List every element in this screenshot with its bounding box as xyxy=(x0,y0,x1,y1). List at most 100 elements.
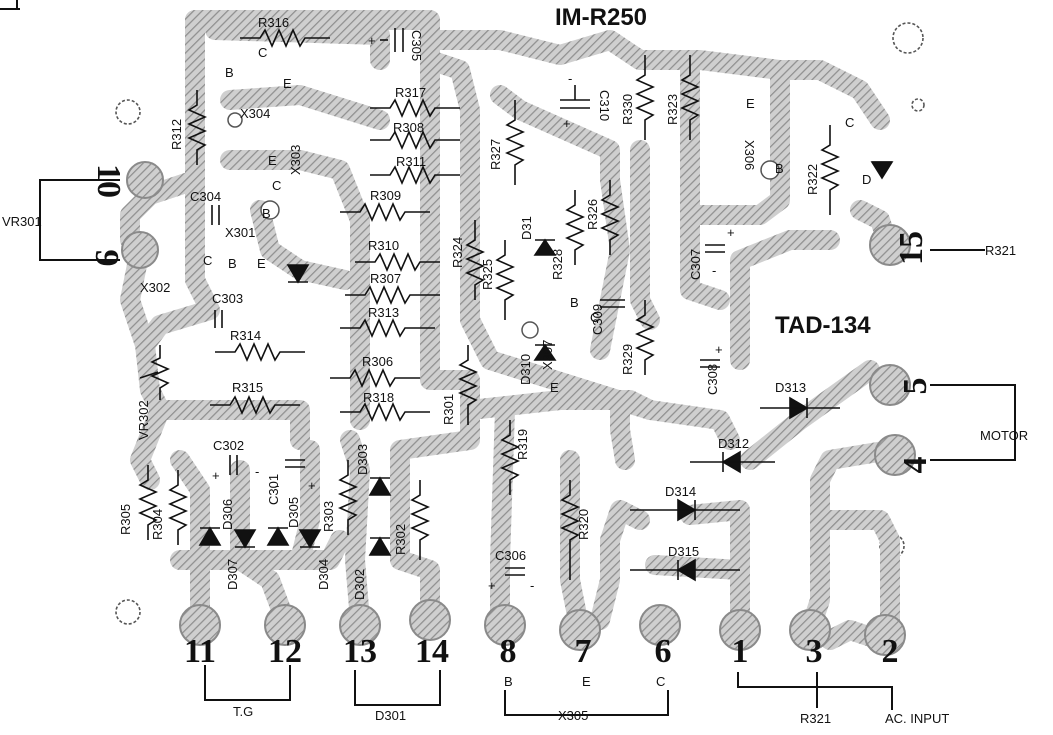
resistor-r301 xyxy=(458,345,478,425)
resistor-r308 xyxy=(370,130,460,150)
resistor-r320 xyxy=(560,480,580,580)
capacitor-c310 xyxy=(560,85,590,109)
board-id: TAD-134 xyxy=(775,312,871,339)
mounting-hole xyxy=(911,98,925,112)
label-r312: R312 xyxy=(169,119,184,150)
label-d315: D315 xyxy=(668,544,699,559)
label-motor: MOTOR xyxy=(980,428,1028,443)
label-d301: D301 xyxy=(375,708,406,723)
pad-3 xyxy=(789,609,831,651)
resistor-r314 xyxy=(215,342,305,362)
label-r301: R301 xyxy=(441,394,456,425)
pad-8 xyxy=(484,604,526,646)
pad-14 xyxy=(409,599,451,641)
resistor-r311 xyxy=(370,165,460,185)
label-x302: X302 xyxy=(140,280,170,295)
diode-d306 xyxy=(198,526,222,546)
label-x305-c: C xyxy=(656,674,665,689)
label-x305: X305 xyxy=(558,708,588,723)
label-r302: R302 xyxy=(393,524,408,555)
label-vr302: VR302 xyxy=(136,400,151,440)
label-d305: D305 xyxy=(286,497,301,528)
label-x305-b: B xyxy=(504,674,513,689)
label-x305-e: E xyxy=(582,674,591,689)
polarity-plus: + xyxy=(212,468,220,483)
label-c306: C306 xyxy=(495,548,526,563)
corner-mark xyxy=(0,0,20,10)
resistor-r323 xyxy=(680,55,700,140)
pin-3: 3 xyxy=(806,633,823,670)
label-x306: X306 xyxy=(742,140,757,170)
label-d312: D312 xyxy=(718,436,749,451)
label-r306: R306 xyxy=(362,354,393,369)
diode-symbols xyxy=(198,161,894,582)
pin-numbers: 11 12 13 14 8 7 6 1 3 2 10 9 15 5 4 xyxy=(88,164,934,670)
capacitor-c309 xyxy=(600,299,625,308)
label-r325: R325 xyxy=(480,259,495,290)
lead-letter-c: C xyxy=(203,253,212,268)
lead-letter-e: E xyxy=(283,76,292,91)
label-ac-input: AC. INPUT xyxy=(885,711,949,726)
label-r303: R303 xyxy=(321,501,336,532)
mounting-hole xyxy=(115,99,141,125)
label-r307: R307 xyxy=(370,271,401,286)
capacitor-c306 xyxy=(505,567,525,576)
diode-unlabeled xyxy=(286,264,310,284)
diode-d303 xyxy=(368,476,392,496)
resistor-r328 xyxy=(565,190,585,265)
label-d: D xyxy=(862,172,871,187)
pin-5: 5 xyxy=(897,378,934,395)
pad-5 xyxy=(869,364,911,406)
pin-12: 12 xyxy=(268,633,302,670)
lead-letter-c: C xyxy=(590,310,599,325)
lead-letter-b: B xyxy=(775,161,784,176)
label-r329: R329 xyxy=(620,344,635,375)
diode-d31 xyxy=(533,238,557,256)
resistor-r313 xyxy=(340,318,435,338)
diode-d xyxy=(870,161,894,180)
label-vr301: VR301 xyxy=(2,214,42,229)
label-r330: R330 xyxy=(620,94,635,125)
trimmer-vr302 xyxy=(150,345,170,400)
label-r320: R320 xyxy=(576,509,591,540)
pin-2: 2 xyxy=(882,633,899,670)
resistor-r307 xyxy=(345,285,440,305)
resistor-r310 xyxy=(355,252,440,272)
lead-letter-b: B xyxy=(225,65,234,80)
label-r322: R322 xyxy=(805,164,820,195)
label-r310: R310 xyxy=(368,238,399,253)
diode-d313 xyxy=(760,396,840,420)
label-c310: C310 xyxy=(597,90,612,121)
capacitor-c301 xyxy=(285,459,305,468)
label-r313: R313 xyxy=(368,305,399,320)
trimmer-vr302-wiper xyxy=(139,371,159,379)
pad-12 xyxy=(264,604,306,646)
label-d304: D304 xyxy=(316,559,331,590)
lead-letter-b: B xyxy=(262,206,271,221)
resistor-r326 xyxy=(600,180,620,255)
resistor-r302 xyxy=(410,480,430,560)
label-c301: C301 xyxy=(266,474,281,505)
label-d307: D307 xyxy=(225,559,240,590)
label-r324: R324 xyxy=(450,237,465,268)
label-r328: R328 xyxy=(550,249,565,280)
resistor-r329 xyxy=(635,300,655,375)
polarity-plus: + xyxy=(488,578,496,593)
polarity-plus: + xyxy=(727,225,735,240)
capacitor-c307 xyxy=(705,244,725,253)
label-d31: D31 xyxy=(519,216,534,240)
resistor-r318 xyxy=(340,402,430,422)
polarity-plus: + xyxy=(715,342,723,357)
label-r304: R304 xyxy=(150,509,165,540)
polarity-minus: - xyxy=(275,478,279,493)
lead-letter-e: E xyxy=(746,96,755,111)
diode-d304 xyxy=(298,529,322,549)
label-d310: D310 xyxy=(518,354,533,385)
diode-d315 xyxy=(630,558,740,582)
component-labels: R316 R317 R308 R311 R309 R310 R307 R313 … xyxy=(118,15,871,600)
label-r327: R327 xyxy=(488,139,503,170)
label-r305: R305 xyxy=(118,504,133,535)
lead-letter-c: C xyxy=(845,115,854,130)
pad-6 xyxy=(639,604,681,646)
